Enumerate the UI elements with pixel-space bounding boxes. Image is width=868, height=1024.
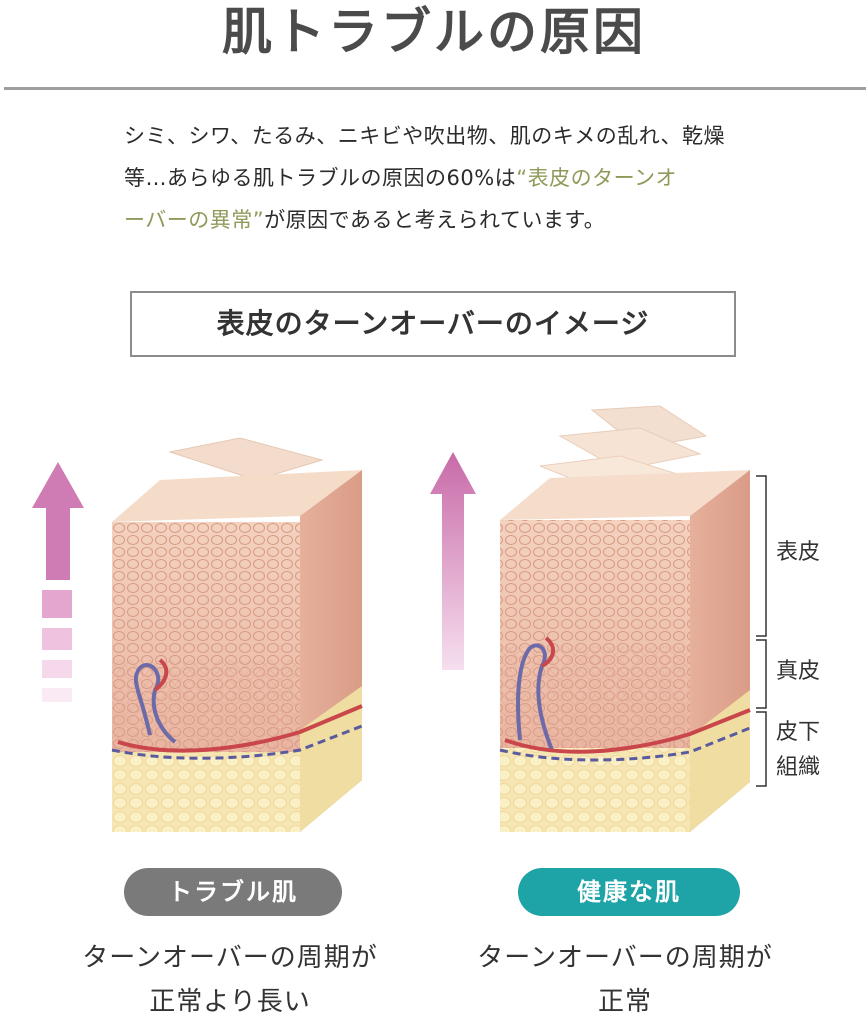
up-arrow-icon bbox=[32, 462, 84, 702]
intro-line-2-text: 等…あらゆる肌トラブルの原因の60%は bbox=[124, 166, 517, 190]
intro-line-3: ーバーの異常”が原因であると考えられています。 bbox=[124, 199, 764, 241]
skin-illustration bbox=[32, 405, 767, 832]
layer-label-dermis: 真皮 bbox=[776, 659, 821, 684]
trouble-caption: ターンオーバーの周期が 正常より長い bbox=[40, 936, 420, 1024]
intro-line-2: 等…あらゆる肌トラブルの原因の60%は“表皮のターンオ bbox=[124, 157, 764, 199]
page-title: 肌トラブルの原因 bbox=[222, 3, 646, 61]
intro-highlight-1: “表皮のターンオ bbox=[516, 166, 678, 190]
layer-label-subcutaneous-2: 組織 bbox=[776, 755, 821, 780]
healthy-caption: ターンオーバーの周期が 正常 bbox=[430, 936, 820, 1024]
intro-line-3-text: が原因であると考えられています。 bbox=[264, 208, 606, 232]
healthy-skin-block bbox=[499, 405, 751, 832]
trouble-caption-line-2: 正常より長い bbox=[149, 987, 311, 1017]
trouble-skin-badge: トラブル肌 bbox=[124, 868, 342, 916]
healthy-skin-badge: 健康な肌 bbox=[518, 868, 740, 916]
layer-label-epidermis: 表皮 bbox=[776, 540, 821, 565]
trouble-caption-line-1: ターンオーバーの周期が bbox=[82, 943, 378, 973]
intro-line-1: シミ、シワ、たるみ、ニキビや吹出物、肌のキメの乱れ、乾燥 bbox=[124, 124, 725, 148]
intro-highlight-2: ーバーの異常” bbox=[124, 208, 265, 232]
layer-brackets bbox=[756, 475, 767, 787]
intro-text: シミ、シワ、たるみ、ニキビや吹出物、肌のキメの乱れ、乾燥 等…あらゆる肌トラブル… bbox=[124, 115, 764, 241]
section-title: 表皮のターンオーバーのイメージ bbox=[130, 291, 736, 357]
healthy-caption-line-2: 正常 bbox=[597, 987, 652, 1017]
layer-label-subcutaneous-1: 皮下 bbox=[776, 720, 821, 745]
trouble-skin-block bbox=[111, 437, 363, 832]
divider bbox=[4, 87, 866, 90]
healthy-caption-line-1: ターンオーバーの周期が bbox=[477, 943, 773, 973]
up-arrow-icon bbox=[430, 452, 476, 670]
